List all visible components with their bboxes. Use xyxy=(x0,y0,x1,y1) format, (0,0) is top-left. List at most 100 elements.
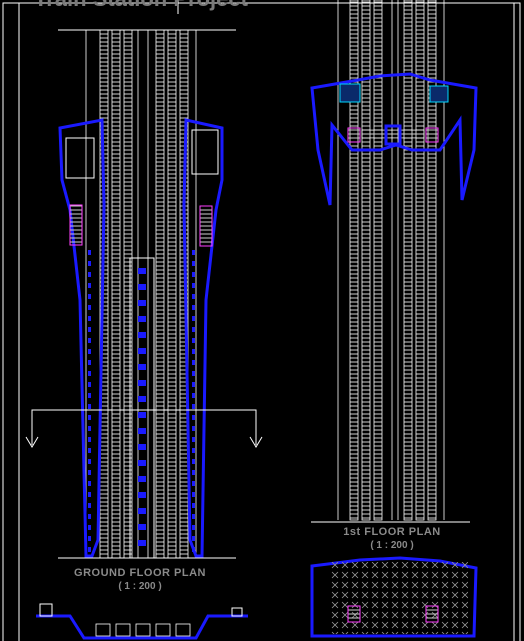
gf-left-column-28 xyxy=(88,547,91,552)
gf-plan-scale: ( 1 : 200 ) xyxy=(118,581,162,592)
gf-track-5 xyxy=(167,29,177,559)
gf-left-column-4 xyxy=(88,283,91,288)
gf-section-line xyxy=(31,409,257,445)
gf-right-column-24 xyxy=(192,503,195,508)
gf-left-column-19 xyxy=(88,448,91,453)
gf-right-column-3 xyxy=(192,272,195,277)
gf-left-column-16 xyxy=(88,415,91,420)
gf-right-column-19 xyxy=(192,448,195,453)
gf-right-column-13 xyxy=(192,382,195,387)
gf-right-stair xyxy=(199,205,213,247)
gf-left-column-11 xyxy=(88,360,91,365)
gf-left-column-5 xyxy=(88,294,91,299)
ff-core xyxy=(384,124,402,146)
gf-track-6 xyxy=(179,29,189,559)
section-trains xyxy=(95,623,191,637)
gf-right-column-11 xyxy=(192,360,195,365)
gf-track-3 xyxy=(123,29,133,559)
gf-right-column-9 xyxy=(192,338,195,343)
section-train-1 xyxy=(95,623,111,637)
gf-left-column-22 xyxy=(88,481,91,486)
gf-column-5 xyxy=(138,332,146,338)
ff-track-1 xyxy=(349,0,359,521)
gf-right-column-1 xyxy=(192,250,195,255)
gf-left-column-2 xyxy=(88,261,91,266)
section-train-3 xyxy=(135,623,151,637)
gf-column-6 xyxy=(138,348,146,354)
gf-column-16 xyxy=(138,508,146,514)
gf-column-14 xyxy=(138,476,146,482)
gf-right-column-17 xyxy=(192,426,195,431)
gf-left-column-23 xyxy=(88,492,91,497)
gf-left-column-27 xyxy=(88,536,91,541)
gf-column-2 xyxy=(138,284,146,290)
ff-track-3 xyxy=(373,0,383,521)
ground-floor-plan xyxy=(25,29,263,559)
gf-right-column-7 xyxy=(192,316,195,321)
gf-left-column-13 xyxy=(88,382,91,387)
gf-right-column-8 xyxy=(192,327,195,332)
gf-column-18 xyxy=(138,540,146,546)
hall-stair-left xyxy=(347,605,361,623)
gf-column-3 xyxy=(138,300,146,306)
ff-tracks xyxy=(337,0,445,521)
section-train-4 xyxy=(155,623,171,637)
gf-right-column-12 xyxy=(192,371,195,376)
gf-section-arrow-right xyxy=(249,436,263,448)
section-roof xyxy=(36,614,248,640)
gf-left-column-24 xyxy=(88,503,91,508)
gf-left-column-18 xyxy=(88,437,91,442)
gf-right-column-22 xyxy=(192,481,195,486)
ff-right-stair xyxy=(425,127,439,143)
gf-left-column-9 xyxy=(88,338,91,343)
ff-left-room xyxy=(339,83,361,103)
section-building-right xyxy=(231,607,243,617)
gf-left-column-8 xyxy=(88,327,91,332)
gf-right-column-6 xyxy=(192,305,195,310)
gf-left-column-15 xyxy=(88,404,91,409)
gf-column-11 xyxy=(138,428,146,434)
ff-track-4 xyxy=(403,0,413,521)
gf-column-17 xyxy=(138,524,146,530)
ff-bridge xyxy=(361,129,425,139)
ff-left-stair xyxy=(347,127,361,143)
gf-central-platform xyxy=(129,257,155,559)
gf-column-1 xyxy=(138,268,146,274)
sheet-inner-border xyxy=(18,2,515,641)
gf-right-column-20 xyxy=(192,459,195,464)
gf-tracks xyxy=(85,29,197,559)
gf-right-wing-wall xyxy=(182,118,224,558)
section-building-left xyxy=(39,603,53,617)
gf-column-13 xyxy=(138,460,146,466)
gf-left-column-7 xyxy=(88,316,91,321)
gf-column-15 xyxy=(138,492,146,498)
gf-left-wing-wall xyxy=(58,118,106,558)
ff-plan-label: 1st FLOOR PLAN xyxy=(343,526,441,538)
waiting-hall-plan xyxy=(310,556,478,638)
gf-column-8 xyxy=(138,380,146,386)
gf-column-10 xyxy=(138,412,146,418)
section-train-5 xyxy=(175,623,191,637)
gf-right-column-27 xyxy=(192,536,195,541)
gf-track-4 xyxy=(155,29,165,559)
gf-left-column-12 xyxy=(88,371,91,376)
gf-right-room xyxy=(191,129,219,175)
gf-right-column-21 xyxy=(192,470,195,475)
gf-left-stair xyxy=(69,204,83,246)
gf-left-column-17 xyxy=(88,426,91,431)
gf-right-column-18 xyxy=(192,437,195,442)
gf-section-arrow-left xyxy=(25,436,39,448)
section-train-2 xyxy=(115,623,131,637)
gf-column-7 xyxy=(138,364,146,370)
gf-track-1 xyxy=(99,29,109,559)
first-floor-plan xyxy=(310,0,478,523)
gf-right-column-23 xyxy=(192,492,195,497)
gf-right-column-10 xyxy=(192,349,195,354)
gf-right-column-5 xyxy=(192,294,195,299)
gf-left-column-25 xyxy=(88,514,91,519)
ff-right-room xyxy=(429,85,449,103)
ff-concourse-wall xyxy=(310,72,478,206)
gf-left-column-1 xyxy=(88,250,91,255)
hall-stair-right xyxy=(425,605,439,623)
